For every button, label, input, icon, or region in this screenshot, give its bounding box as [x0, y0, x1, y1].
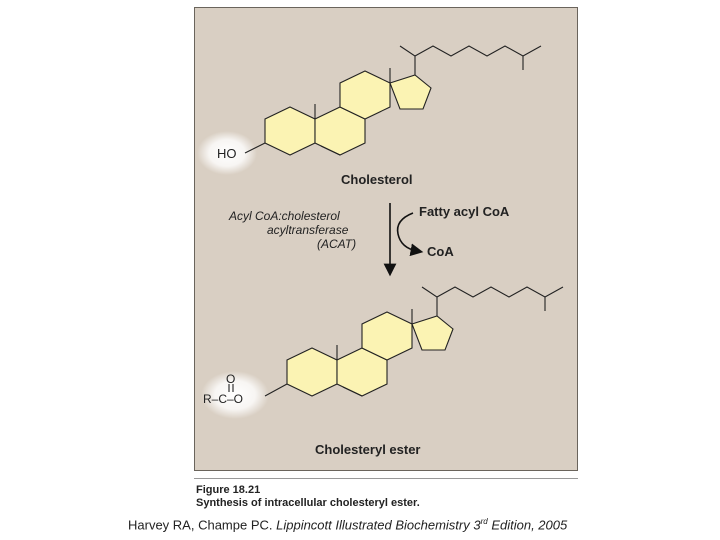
figure-panel: HO Cholesterol Acyl CoA:cholesterol acyl… [194, 7, 578, 471]
citation-title: Lippincott Illustrated Biochemistry 3 [276, 517, 481, 533]
cholesterol-structure [264, 70, 432, 156]
ring-a [264, 106, 316, 156]
reaction-arrow [383, 203, 424, 277]
cholesterol-esterification-diagram: HO Cholesterol Acyl CoA:cholesterol acyl… [197, 45, 564, 457]
citation: Harvey RA, Champe PC. Lippincott Illustr… [128, 517, 567, 532]
cholesterol-label: Cholesterol [341, 172, 413, 187]
citation-authors: Harvey RA, Champe PC. [128, 517, 277, 533]
enzyme-name-line2: acyltransferase [267, 223, 349, 237]
cholesteryl-ester-label: Cholesteryl ester [315, 442, 421, 457]
product-coa-label: CoA [427, 244, 454, 259]
enzyme-name-line1: Acyl CoA:cholesterol [228, 209, 340, 223]
ester-ring-d [411, 315, 454, 351]
caption-divider [194, 478, 578, 479]
citation-edition: Edition, 2005 [487, 517, 568, 533]
enzyme-abbrev: (ACAT) [317, 237, 356, 251]
ester-highlight [201, 371, 269, 419]
ester-ring-a [286, 347, 338, 397]
carbonyl-oxygen-label: O [226, 372, 235, 386]
cholesteryl-ester-structure [286, 311, 454, 397]
citation-edition-suffix: rd [480, 517, 488, 526]
figure-number: Figure 18.21 [196, 484, 261, 496]
hydroxyl-highlight [197, 131, 257, 175]
substrate-label: Fatty acyl CoA [419, 204, 510, 219]
ester-bond-label: R–C–O [203, 392, 243, 406]
figure-caption: Synthesis of intracellular cholesteryl e… [196, 497, 420, 509]
hydroxyl-label: HO [217, 146, 237, 161]
ring-d [389, 74, 432, 110]
